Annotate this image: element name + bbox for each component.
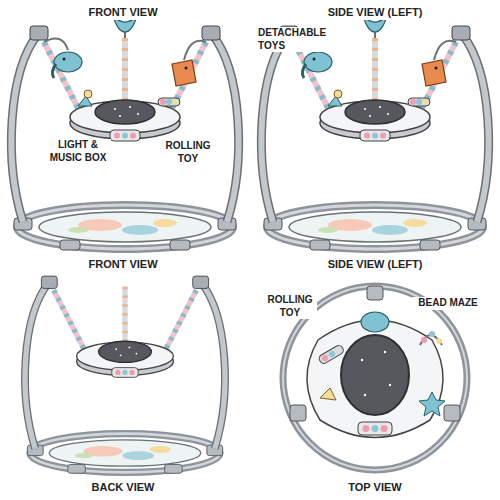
view-title: TOP VIEW [320, 481, 430, 495]
part-label: ROLLING TOY [263, 294, 317, 319]
part-label: DETACHABLE TOYS [256, 27, 338, 52]
view-title: SIDE VIEW (LEFT) [310, 6, 440, 20]
part-label: ROLLING TOY [161, 140, 215, 165]
view-title: FRONT VIEW [68, 258, 178, 272]
view-title: SIDE VIEW (LEFT) [310, 258, 440, 272]
part-label: LIGHT & MUSIC BOX [45, 139, 111, 164]
part-label: BEAD MAZE [412, 297, 484, 310]
view-title: FRONT VIEW [68, 6, 178, 20]
view-title: BACK VIEW [68, 481, 178, 495]
